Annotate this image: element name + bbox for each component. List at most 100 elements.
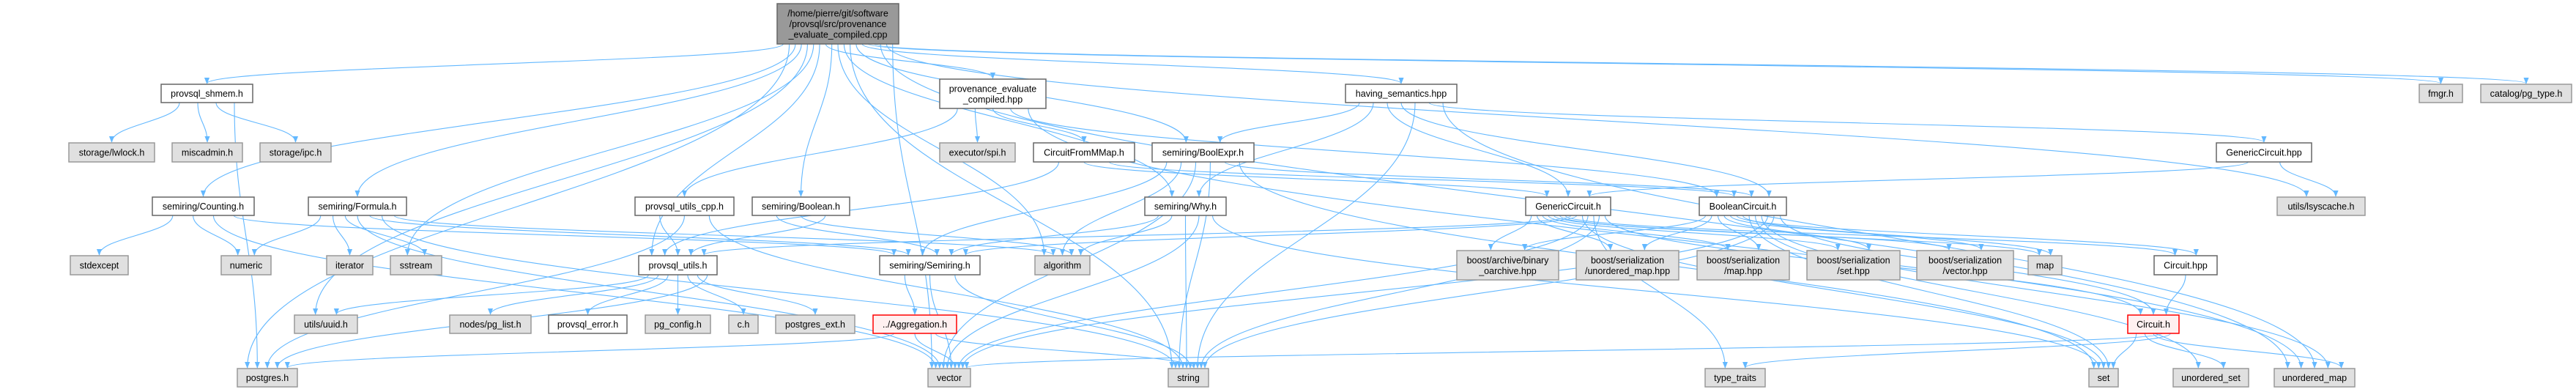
node-box: [728, 314, 759, 334]
edge-counting-to-numeric: [193, 215, 241, 256]
node-box: [2172, 368, 2249, 388]
node-set[interactable]: set: [2088, 368, 2119, 388]
edge-why-to-vector: [944, 215, 1200, 369]
node-label: pg_config.h: [654, 319, 702, 330]
edge-bc_h-to-map: [1742, 215, 2054, 256]
edge-bc_h-to-b_umap: [1641, 215, 1712, 251]
node-pgconfig[interactable]: pg_config.h: [645, 314, 711, 334]
edge-root-to-vector: [892, 43, 935, 369]
node-gc_hpp[interactable]: GenericCircuit.hpp: [2216, 142, 2312, 163]
node-having[interactable]: having_semantics.hpp: [1345, 84, 1458, 103]
node-b_bin[interactable]: boost/archive/binary_oarchive.hpp: [1456, 250, 1559, 281]
node-aggregation[interactable]: ../Aggregation.h: [872, 314, 957, 334]
node-uuid[interactable]: utils/uuid.h: [294, 314, 358, 334]
edge-pec_hpp-to-utils_cpp: [681, 108, 958, 197]
node-utils_h[interactable]: provsql_utils.h: [638, 255, 718, 275]
node-umap[interactable]: unordered_map: [2274, 368, 2356, 388]
node-boolexpr[interactable]: semiring/BoolExpr.h: [1151, 142, 1255, 163]
node-label: Circuit.hpp: [2164, 261, 2208, 271]
edge-gc_h-to-semiring: [963, 215, 1578, 256]
edge-root-to-shmem: [204, 43, 784, 84]
node-label: /map.hpp: [1724, 266, 1762, 276]
edge-having-to-why: [1196, 102, 1374, 197]
node-circuit_hpp[interactable]: Circuit.hpp: [2153, 255, 2218, 275]
edge-formula-to-numeric: [251, 215, 322, 256]
node-label: CircuitFromMMap.h: [1044, 148, 1124, 158]
node-boolean[interactable]: semiring/Boolean.h: [751, 196, 850, 216]
node-shmem[interactable]: provsql_shmem.h: [160, 84, 253, 103]
node-semiring[interactable]: semiring/Semiring.h: [879, 255, 981, 275]
edge-root-to-counting: [200, 43, 796, 197]
node-box: [1699, 196, 1787, 216]
edge-circuit_hpp-to-circuit_h: [2163, 274, 2186, 315]
node-pec_hpp[interactable]: provenance_evaluate_compiled.hpp: [939, 78, 1047, 109]
edge-bc_h-to-b_bin: [1522, 215, 1707, 251]
node-label: ../Aggregation.h: [883, 319, 947, 330]
node-lsyscache[interactable]: utils/lsyscache.h: [2276, 196, 2366, 216]
edge-having-to-boolexpr: [1217, 102, 1360, 143]
node-utils_cpp[interactable]: provsql_utils_cpp.h: [634, 196, 735, 216]
node-fmgr[interactable]: fmgr.h: [2419, 84, 2463, 103]
node-pgext[interactable]: postgres_ext.h: [775, 314, 855, 334]
edge-semiring-to-aggregation: [904, 274, 918, 315]
node-box: [294, 314, 358, 334]
node-cfmm[interactable]: CircuitFromMMap.h: [1033, 142, 1135, 163]
node-label: storage/ipc.h: [270, 148, 322, 158]
edge-circuit_h-to-uset: [2144, 333, 2227, 369]
node-type_traits[interactable]: type_traits: [1704, 368, 1766, 388]
node-label: set: [2098, 373, 2110, 383]
node-miscadmin[interactable]: miscadmin.h: [171, 142, 243, 163]
edge-utils_cpp-to-postgres: [264, 215, 686, 369]
node-pglist[interactable]: nodes/pg_list.h: [449, 314, 532, 334]
node-stdexcept[interactable]: stdexcept: [70, 255, 129, 275]
node-spi[interactable]: executor/spi.h: [939, 142, 1016, 163]
node-box: [1525, 196, 1611, 216]
node-vector[interactable]: vector: [927, 368, 971, 388]
node-box: [70, 255, 129, 275]
edge-gc_hpp-to-gc_h: [1586, 161, 2249, 197]
edge-circuit_h-to-umap: [2153, 333, 2345, 369]
edge-gc_h-to-circuit_hpp: [1564, 215, 2178, 256]
edge-utils_cpp-to-string: [708, 215, 1186, 369]
node-circuit_h[interactable]: Circuit.h: [2127, 314, 2180, 334]
edge-having-to-string: [1195, 102, 1416, 369]
node-sstream[interactable]: sstream: [390, 255, 442, 275]
node-bc_h[interactable]: BooleanCircuit.h: [1699, 196, 1787, 216]
node-box: [1345, 84, 1458, 103]
edge-formula-to-semiring: [369, 215, 911, 256]
node-b_umap[interactable]: boost/serialization/unordered_map.hpp: [1575, 250, 1679, 281]
node-pgtype[interactable]: catalog/pg_type.h: [2480, 84, 2572, 103]
node-lwlock[interactable]: storage/lwlock.h: [68, 142, 155, 163]
node-string[interactable]: string: [1168, 368, 1209, 388]
node-b_vec[interactable]: boost/serialization/vector.hpp: [1916, 250, 2014, 281]
node-postgres[interactable]: postgres.h: [237, 368, 298, 388]
edge-gc_h-to-vector: [956, 215, 1589, 369]
node-label: boost/serialization: [1929, 255, 2002, 265]
node-label: GenericCircuit.hpp: [2226, 148, 2302, 158]
node-formula[interactable]: semiring/Formula.h: [308, 196, 407, 216]
node-label: sstream: [400, 261, 432, 271]
edge-shmem-to-lwlock: [108, 102, 180, 143]
node-box: [927, 368, 971, 388]
node-ipc[interactable]: storage/ipc.h: [259, 142, 332, 163]
node-uset[interactable]: unordered_set: [2172, 368, 2249, 388]
node-root[interactable]: /home/pierre/git/software/provsql/src/pr…: [776, 3, 899, 45]
node-counting[interactable]: semiring/Counting.h: [152, 196, 255, 216]
node-b_set[interactable]: boost/serialization/set.hpp: [1806, 250, 1901, 281]
node-perror[interactable]: provsql_error.h: [548, 314, 628, 334]
node-iterator[interactable]: iterator: [326, 255, 374, 275]
node-algorithm[interactable]: algorithm: [1034, 255, 1091, 275]
node-map[interactable]: map: [2027, 255, 2063, 275]
node-numeric[interactable]: numeric: [220, 255, 272, 275]
node-label: /unordered_map.hpp: [1585, 266, 1670, 276]
node-box: [171, 142, 243, 163]
node-label: unordered_map: [2282, 373, 2347, 383]
node-ch[interactable]: c.h: [728, 314, 759, 334]
node-gc_h[interactable]: GenericCircuit.h: [1525, 196, 1611, 216]
node-box: [1033, 142, 1135, 163]
node-b_map[interactable]: boost/serialization/map.hpp: [1696, 250, 1790, 281]
node-label: executor/spi.h: [949, 148, 1006, 158]
node-why[interactable]: semiring/Why.h: [1144, 196, 1227, 216]
edge-root-to-sstream: [404, 43, 814, 256]
node-box: [939, 78, 1047, 109]
